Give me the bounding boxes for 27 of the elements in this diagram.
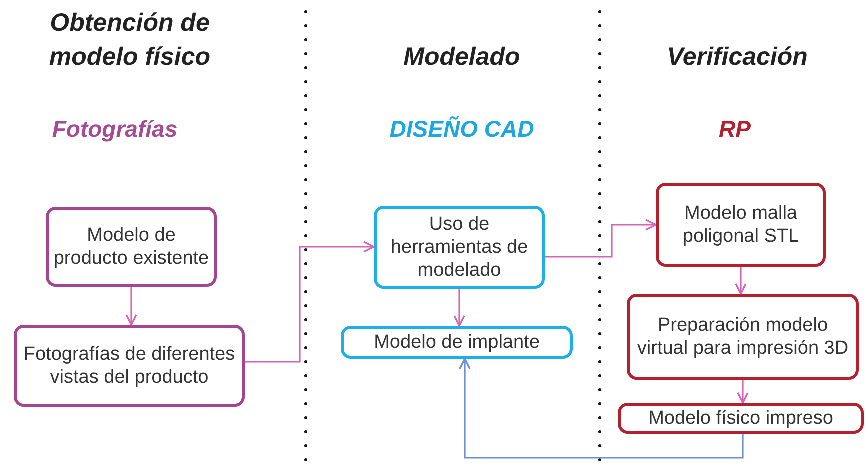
column-heading: Obtención de modelo físico xyxy=(48,8,212,73)
arrow xyxy=(737,380,749,404)
box-text: Modelo de implante xyxy=(374,331,540,354)
column-heading: Modelado xyxy=(402,42,522,73)
box-text: Modelo malla poligonal STL xyxy=(682,202,800,248)
arrow xyxy=(735,267,747,295)
arrow xyxy=(126,287,138,326)
process-box xyxy=(46,207,217,287)
arrow xyxy=(245,241,375,363)
column-subheading: RP xyxy=(718,115,752,144)
process-box xyxy=(14,325,245,407)
box-text: Preparación modelo virtual para impresión 3D xyxy=(636,314,850,360)
arrow xyxy=(459,358,744,459)
column-subheading: DISEÑO CAD xyxy=(388,115,536,144)
process-box xyxy=(341,326,573,359)
process-box xyxy=(374,206,545,289)
arrow xyxy=(545,219,657,258)
column-subheading: Fotografías xyxy=(51,115,179,144)
box-text: Fotografías de diferentes vistas del producto xyxy=(22,343,236,389)
process-box xyxy=(656,183,826,267)
process-box xyxy=(618,403,864,434)
column-heading: Verificación xyxy=(666,42,809,73)
arrow xyxy=(454,289,466,327)
box-text: Uso de herramientas de modelado xyxy=(390,213,530,282)
box-text: Modelo de producto existente xyxy=(53,224,210,270)
process-box xyxy=(627,294,859,380)
box-text: Modelo físico impreso xyxy=(648,407,834,430)
